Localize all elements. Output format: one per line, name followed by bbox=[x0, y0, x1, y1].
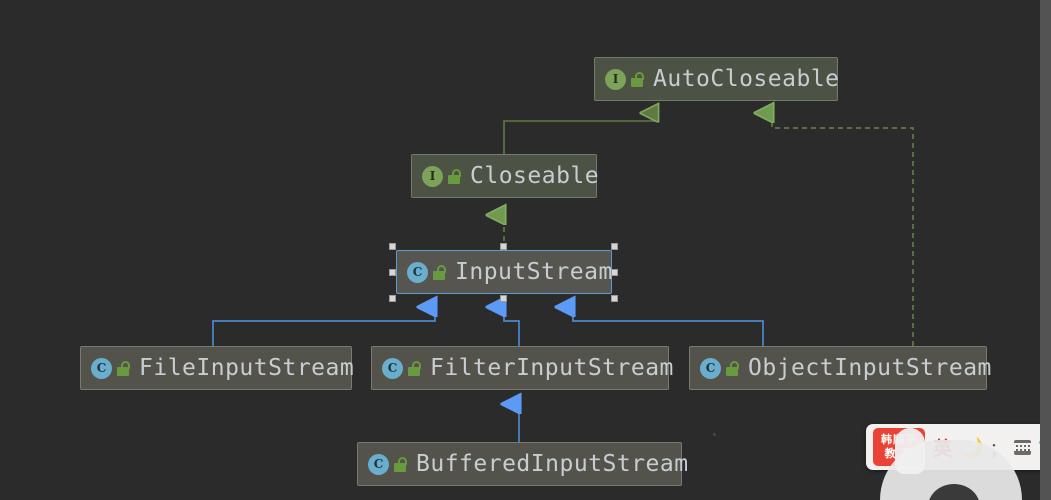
lock-icon bbox=[117, 360, 130, 376]
class-icon: C bbox=[91, 357, 112, 379]
lock-icon bbox=[631, 71, 644, 87]
canvas-artifact-dot bbox=[713, 433, 716, 436]
lock-icon bbox=[726, 360, 739, 376]
class-icon: C bbox=[407, 261, 428, 283]
edge-filterinputstream-to-inputstream bbox=[504, 307, 520, 346]
uml-node-autocloseable[interactable]: I AutoCloseable bbox=[594, 57, 840, 101]
edge-fileinputstream-to-inputstream bbox=[212, 307, 435, 346]
uml-node-objectinputstream[interactable]: C ObjectInputStream bbox=[689, 346, 991, 390]
uml-node-label: InputStream bbox=[455, 259, 613, 285]
class-icon: C bbox=[700, 357, 721, 379]
class-icon: C bbox=[368, 453, 389, 475]
window-edge-strip bbox=[1040, 0, 1051, 500]
keyboard-icon[interactable] bbox=[1013, 439, 1031, 455]
selection-handle-bottom-left[interactable] bbox=[389, 295, 396, 302]
lock-icon bbox=[408, 360, 421, 376]
edge-objectinputstream-to-inputstream bbox=[573, 307, 764, 346]
selection-handle-top-left[interactable] bbox=[389, 243, 396, 250]
uml-node-label: BufferedInputStream bbox=[416, 451, 689, 477]
lock-icon bbox=[394, 456, 407, 472]
uml-node-label: FileInputStream bbox=[139, 355, 355, 381]
interface-icon: I bbox=[605, 68, 626, 90]
selection-handle-middle-right[interactable] bbox=[611, 269, 618, 276]
edge-closeable-to-autocloseable bbox=[503, 113, 657, 154]
uml-node-closeable[interactable]: I Closeable bbox=[411, 154, 600, 198]
interface-icon: I bbox=[422, 165, 443, 187]
uml-node-label: Closeable bbox=[470, 163, 600, 189]
uml-node-inputstream[interactable]: C InputStream bbox=[396, 250, 612, 294]
uml-node-label: ObjectInputStream bbox=[748, 355, 992, 381]
selection-handle-middle-left[interactable] bbox=[389, 269, 396, 276]
selection-handle-top-right[interactable] bbox=[611, 243, 618, 250]
lock-icon bbox=[448, 168, 461, 184]
selection-handle-bottom-center[interactable] bbox=[500, 295, 507, 302]
edge-objectinputstream-to-autocloseable bbox=[772, 113, 914, 346]
selection-handle-top-center[interactable] bbox=[500, 243, 507, 250]
class-icon: C bbox=[382, 357, 403, 379]
uml-node-bufferedinputstream[interactable]: C BufferedInputStream bbox=[357, 442, 688, 486]
uml-node-label: AutoCloseable bbox=[653, 66, 840, 92]
cursor-finger bbox=[895, 428, 925, 474]
selection-handle-bottom-right[interactable] bbox=[611, 295, 618, 302]
uml-node-label: FilterInputStream bbox=[430, 355, 674, 381]
lock-icon bbox=[433, 264, 446, 280]
uml-node-filterinputstream[interactable]: C FilterInputStream bbox=[371, 346, 673, 390]
cursor-shadow bbox=[928, 484, 980, 500]
uml-node-fileinputstream[interactable]: C FileInputStream bbox=[80, 346, 355, 390]
